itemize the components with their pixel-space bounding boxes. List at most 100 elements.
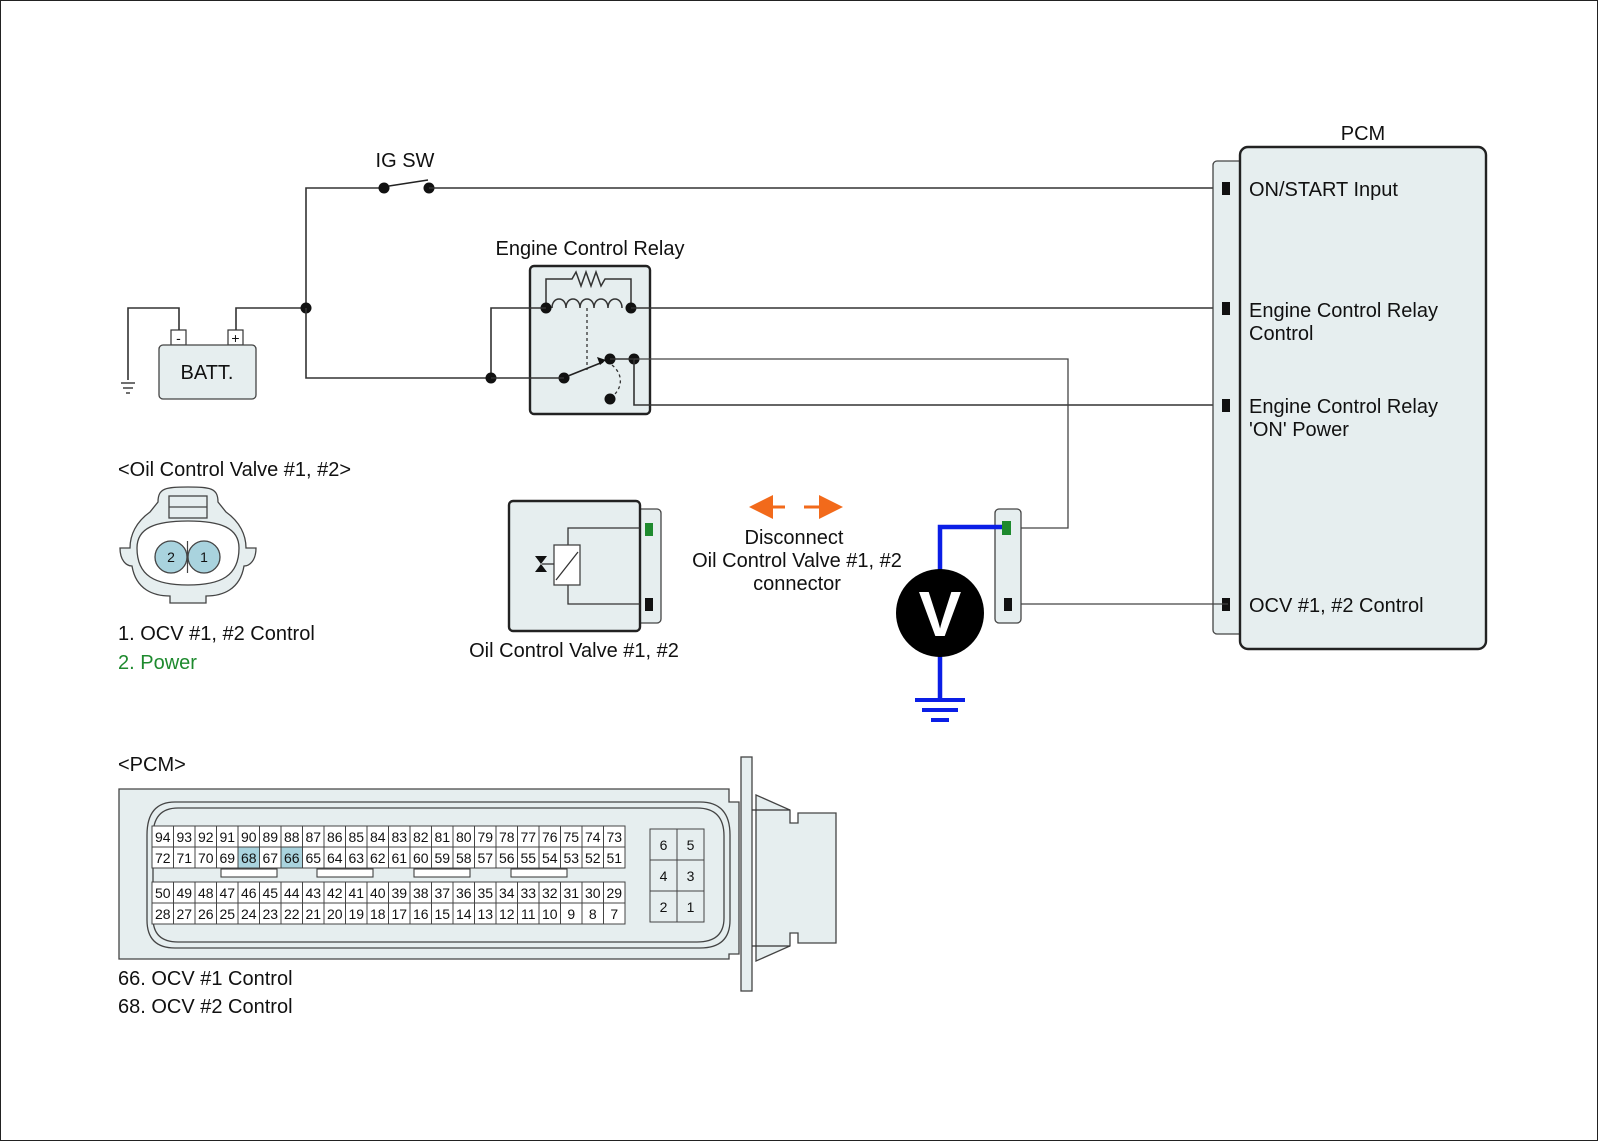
pcm-pin-label: 41 bbox=[348, 885, 364, 901]
pcm-pin-label: 50 bbox=[155, 885, 171, 901]
pcm-pin-label: 71 bbox=[176, 850, 192, 866]
pcm-pin-label: 69 bbox=[219, 850, 235, 866]
ocv-connector-view: <Oil Control Valve #1, #2> 2 1 1. OCV #1… bbox=[118, 459, 351, 674]
pcm-pin-label: 65 bbox=[305, 850, 321, 866]
ocv-legend-item: 1. OCV #1, #2 Control bbox=[118, 623, 315, 645]
pcm-terminal-label: Engine Control Relay bbox=[1249, 300, 1438, 322]
pcm-pin-label: 75 bbox=[563, 829, 579, 845]
pcm-pin-label: 48 bbox=[198, 885, 214, 901]
pcm-legend-item: 66. OCV #1 Control bbox=[118, 968, 293, 990]
voltmeter-icon[interactable]: V bbox=[896, 569, 984, 657]
pcm-pin-label: 56 bbox=[499, 850, 515, 866]
ocv-connector-title: <Oil Control Valve #1, #2> bbox=[118, 459, 351, 481]
ocv-pin-label: 1 bbox=[200, 549, 208, 565]
pcm-pin-label: 22 bbox=[284, 906, 300, 922]
pcm-pin bbox=[603, 846, 626, 869]
pcm-pin-label: 68 bbox=[241, 850, 257, 866]
pcm-terminal: Engine Control Relay Control bbox=[1222, 300, 1438, 345]
wire-batt-to-relay bbox=[305, 308, 491, 379]
pcm-pin-label: 77 bbox=[520, 829, 536, 845]
pcm-pin-label: 57 bbox=[477, 850, 493, 866]
pcm-pin-label: 18 bbox=[370, 906, 386, 922]
ocv-component-label: Oil Control Valve #1, #2 bbox=[469, 640, 679, 662]
pcm-connector-title: <PCM> bbox=[118, 754, 186, 776]
relay-label: Engine Control Relay bbox=[496, 238, 685, 260]
pcm-pin-label: 67 bbox=[262, 850, 278, 866]
pcm-pin-label: 80 bbox=[456, 829, 472, 845]
pcm-legend-item: 68. OCV #2 Control bbox=[118, 996, 293, 1018]
ocv-power-pin bbox=[645, 523, 653, 536]
harness-power-pin bbox=[1002, 521, 1011, 535]
ig-switch-label: IG SW bbox=[376, 150, 435, 172]
pcm-pin-label: 19 bbox=[348, 906, 364, 922]
pcm-title: PCM bbox=[1341, 123, 1385, 145]
pcm-pin-label: 14 bbox=[456, 906, 472, 922]
relay-switch-arm bbox=[567, 361, 604, 377]
pcm-pin-label: 33 bbox=[520, 885, 536, 901]
battery: - + BATT. bbox=[121, 307, 306, 400]
pcm-pin-label: 88 bbox=[284, 829, 300, 845]
pcm-pin-label: 60 bbox=[413, 850, 429, 866]
pcm-pin-label: 40 bbox=[370, 885, 386, 901]
pcm-terminal-label: OCV #1, #2 Control bbox=[1249, 595, 1424, 617]
pcm-pin-label: 73 bbox=[606, 829, 622, 845]
pcm-small-pin-label: 6 bbox=[660, 837, 668, 853]
pcm-pin-label: 81 bbox=[434, 829, 450, 845]
pcm-pin-label: 32 bbox=[542, 885, 558, 901]
pcm-pin-label: 59 bbox=[434, 850, 450, 866]
pcm-small-pin bbox=[676, 890, 705, 923]
pcm-pin-label: 38 bbox=[413, 885, 429, 901]
pcm-pin-label: 34 bbox=[499, 885, 515, 901]
pcm-pin-label: 43 bbox=[305, 885, 321, 901]
battery-negative-terminal: - bbox=[176, 330, 181, 346]
pcm-pin-label: 39 bbox=[391, 885, 407, 901]
pcm-pin-label: 16 bbox=[413, 906, 429, 922]
pcm-pin-label: 62 bbox=[370, 850, 386, 866]
pcm-pin-label: 58 bbox=[456, 850, 472, 866]
pcm-pin-label: 10 bbox=[542, 906, 558, 922]
pcm-pin-label: 26 bbox=[198, 906, 214, 922]
pcm-pin-label: 76 bbox=[542, 829, 558, 845]
pcm-small-pin-label: 3 bbox=[687, 868, 695, 884]
pcm-terminal-label: ON/START Input bbox=[1249, 179, 1398, 201]
wire-relay-coil-feed bbox=[490, 307, 546, 378]
pcm-pin-label: 31 bbox=[563, 885, 579, 901]
pcm-pin-label: 30 bbox=[585, 885, 601, 901]
pcm-pin-label: 7 bbox=[610, 906, 618, 922]
pcm-small-pin bbox=[649, 828, 678, 861]
pcm-pin-label: 66 bbox=[284, 850, 300, 866]
pcm-pin-label: 24 bbox=[241, 906, 257, 922]
pcm-terminal-label-2: 'ON' Power bbox=[1249, 419, 1349, 441]
pcm-terminal: OCV #1, #2 Control bbox=[1222, 595, 1424, 617]
pcm-pin-label: 93 bbox=[176, 829, 192, 845]
ocv-pin-label: 2 bbox=[167, 549, 175, 565]
pcm-pin-label: 13 bbox=[477, 906, 493, 922]
valve-icon bbox=[535, 556, 547, 572]
pcm-pin-label: 36 bbox=[456, 885, 472, 901]
pcm-terminal-label-2: Control bbox=[1249, 323, 1313, 345]
pcm-pin-label: 53 bbox=[563, 850, 579, 866]
pcm-pin-label: 49 bbox=[176, 885, 192, 901]
ocv-legend-item-power: 2. Power bbox=[118, 652, 197, 674]
voltmeter-symbol: V bbox=[919, 578, 962, 650]
wire-batt-to-igsw bbox=[305, 187, 384, 308]
disconnect-note-line: Disconnect bbox=[745, 527, 844, 549]
pcm-pin-label: 29 bbox=[606, 885, 622, 901]
engine-control-relay: Engine Control Relay bbox=[496, 238, 685, 416]
pcm-terminal-label: Engine Control Relay bbox=[1249, 396, 1438, 418]
harness-control-pin bbox=[1004, 598, 1012, 611]
ig-switch[interactable]: IG SW bbox=[376, 150, 435, 194]
pcm-pin-label: 17 bbox=[391, 906, 407, 922]
pcm-pin-label: 70 bbox=[198, 850, 214, 866]
pcm-pin bbox=[603, 902, 626, 925]
wire-relay-to-ocv-power bbox=[634, 358, 1069, 529]
ocv-control-pin bbox=[645, 598, 653, 611]
pcm-pin-label: 37 bbox=[434, 885, 450, 901]
pcm-small-pin-label: 1 bbox=[687, 899, 695, 915]
pcm-pin-label: 8 bbox=[589, 906, 597, 922]
pcm-pin-label: 85 bbox=[348, 829, 364, 845]
pcm-pin-label: 45 bbox=[262, 885, 278, 901]
pcm-terminal: Engine Control Relay 'ON' Power bbox=[1222, 396, 1438, 441]
